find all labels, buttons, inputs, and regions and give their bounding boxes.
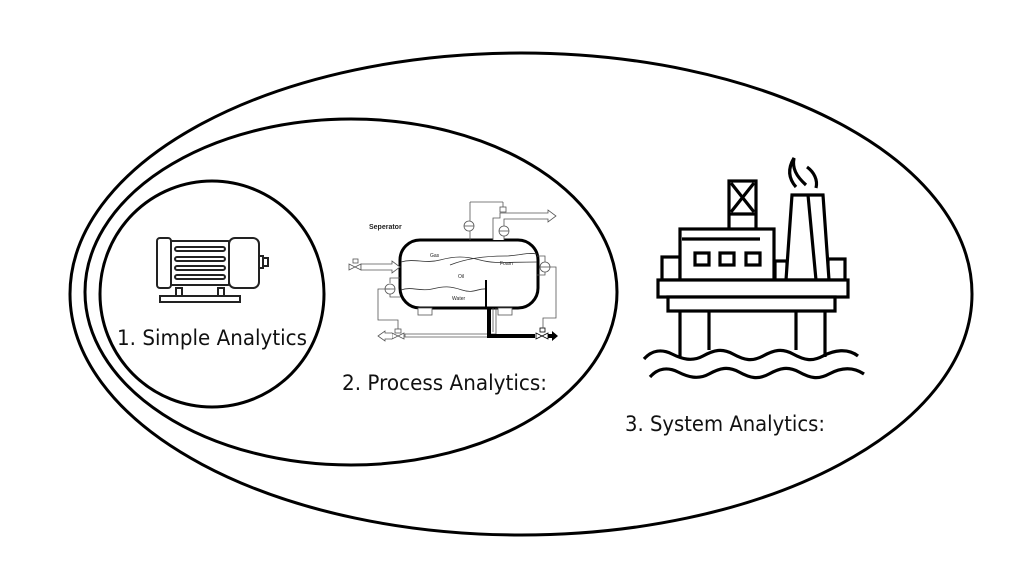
system-analytics-label: 3. System Analytics:	[625, 412, 825, 436]
separator-title: Seperator	[369, 224, 402, 231]
zone-water-label: Water	[452, 296, 465, 302]
electric-motor-icon	[156, 237, 269, 303]
zone-foam-label: Foam	[500, 261, 513, 267]
separator-process-diagram-icon: Seperator Gas Foam Oil Water	[348, 201, 558, 342]
process-analytics-label: 2. Process Analytics:	[342, 371, 547, 395]
zone-gas-label: Gas	[430, 253, 440, 259]
simple-analytics-label: 1. Simple Analytics	[117, 326, 307, 350]
offshore-oil-platform-icon	[642, 157, 865, 380]
system-analytics-ellipse	[68, 51, 974, 537]
zone-oil-label: Oil	[458, 274, 464, 280]
simple-analytics-circle	[98, 179, 326, 409]
process-analytics-ellipse	[83, 117, 619, 467]
separator-vessel	[398, 238, 540, 310]
